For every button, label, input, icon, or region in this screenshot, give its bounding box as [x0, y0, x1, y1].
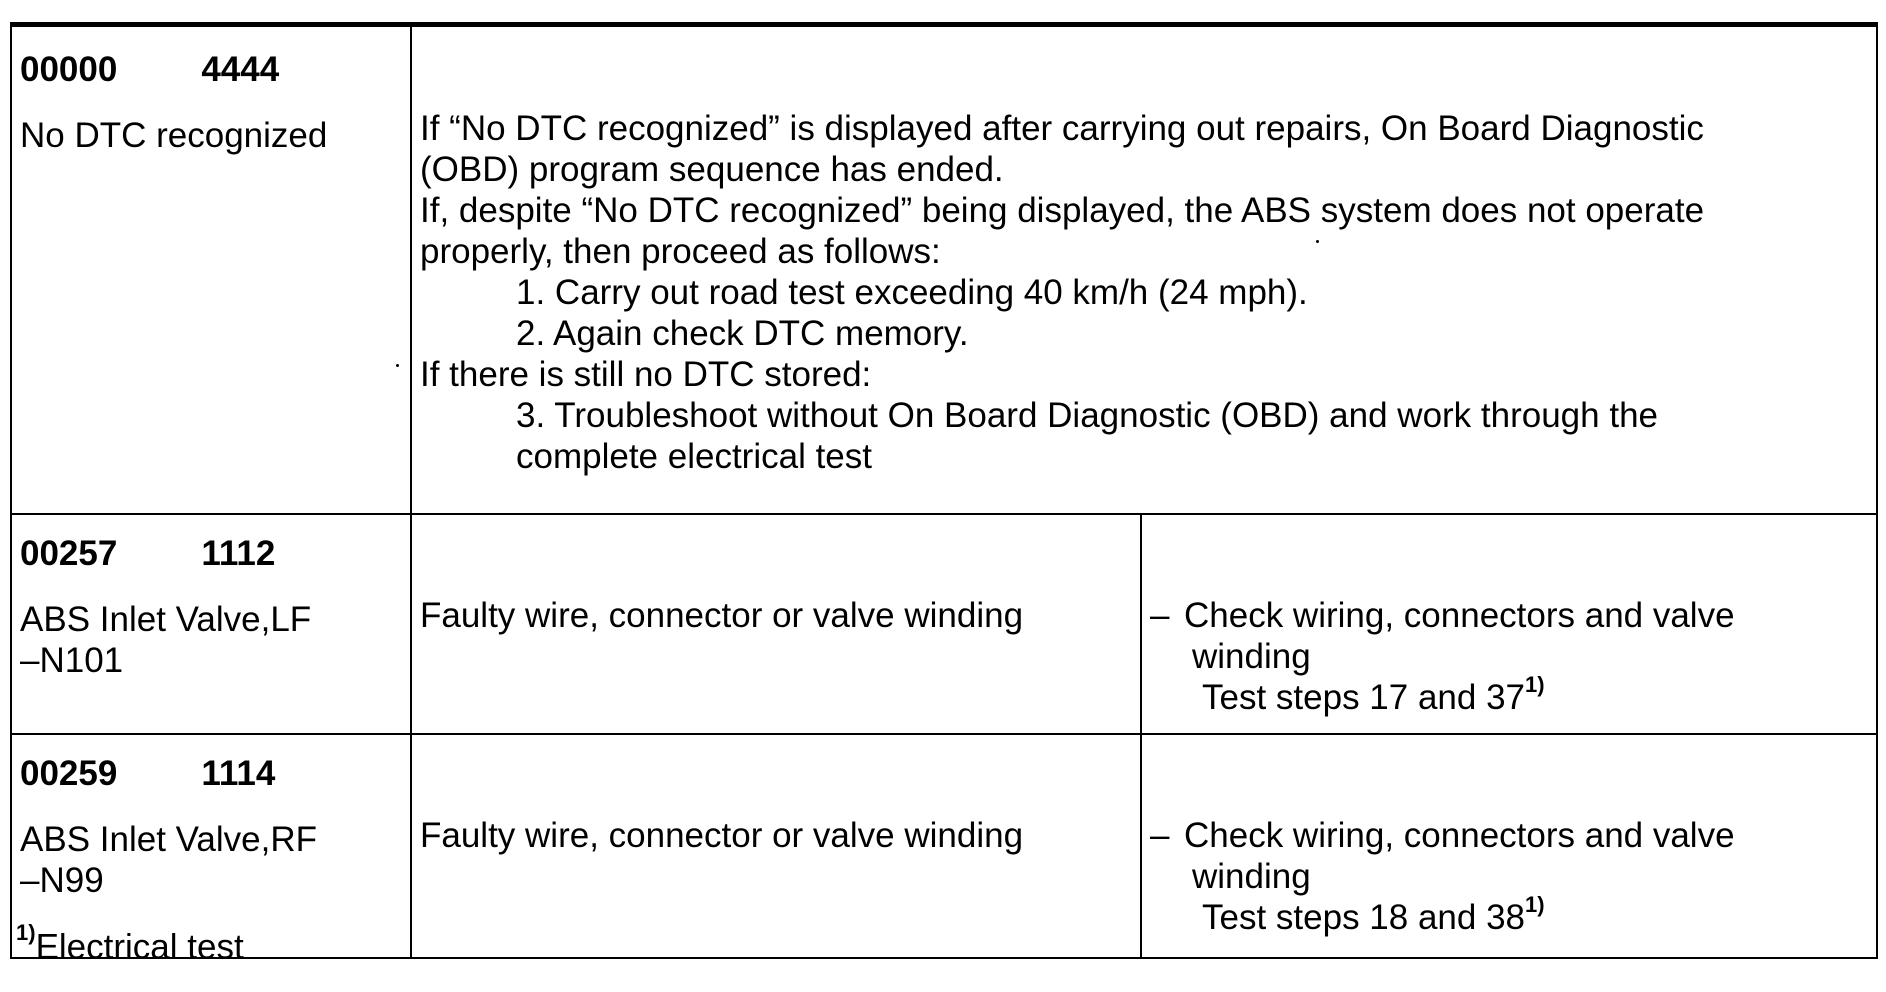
dtc-code: 00000 4444	[12, 27, 410, 97]
dtc-cause: Faulty wire, connector or valve winding	[420, 816, 1024, 855]
dtc-table: 00000 4444 No DTC recognized If “No DTC r…	[10, 22, 1878, 959]
table-row: 00000 4444 No DTC recognized If “No DTC r…	[10, 23, 1878, 515]
table-row: 00257 1112 ABS Inlet Valve,LF –N101 Fault…	[10, 513, 1878, 735]
dtc-code-secondary: 1112	[201, 534, 276, 573]
dtc-code-cell: 00259 1114 ABS Inlet Valve,RF –N99	[10, 733, 412, 959]
dtc-label: No DTC recognized	[20, 116, 328, 155]
footnote-text: Electrical test	[35, 927, 244, 967]
dtc-code: 00257 1112	[12, 515, 410, 573]
dtc-remedy: –Check wiring, connectors and valve wind…	[1150, 816, 1735, 937]
dtc-cause-cell: Faulty wire, connector or valve winding	[410, 513, 1142, 735]
scan-speck	[1316, 240, 1319, 243]
footnote-marker: 1)	[16, 920, 36, 945]
dash-bullet: –	[1150, 596, 1170, 635]
scan-speck	[396, 364, 399, 367]
dtc-remedy-cell: –Check wiring, connectors and valve wind…	[1140, 733, 1878, 959]
dtc-remedy: –Check wiring, connectors and valve wind…	[1150, 596, 1735, 717]
dtc-code-secondary: 1114	[201, 754, 276, 793]
dtc-code-cell: 00257 1112 ABS Inlet Valve,LF –N101	[10, 513, 412, 735]
dtc-remedy-cell: –Check wiring, connectors and valve wind…	[1140, 513, 1878, 735]
dtc-info-cell: If “No DTC recognized” is displayed afte…	[410, 23, 1878, 515]
dtc-cause-cell: Faulty wire, connector or valve winding	[410, 733, 1142, 959]
dtc-code-primary: 00000	[20, 50, 118, 89]
dtc-info: If “No DTC recognized” is displayed afte…	[420, 109, 1705, 476]
dtc-code: 00259 1114	[12, 735, 410, 793]
dtc-code-secondary: 4444	[201, 50, 280, 89]
dtc-code-primary: 00259	[20, 754, 118, 793]
footnote-ref: 1)	[1525, 892, 1545, 918]
dtc-page: 00000 4444 No DTC recognized If “No DTC r…	[10, 22, 1878, 959]
dtc-label: ABS Inlet Valve,LF –N101	[20, 600, 312, 680]
dtc-cause: Faulty wire, connector or valve winding	[420, 596, 1024, 635]
footnote-ref: 1)	[1525, 672, 1545, 698]
dtc-label: ABS Inlet Valve,RF –N99	[20, 820, 317, 900]
dtc-code-cell: 00000 4444 No DTC recognized	[10, 23, 412, 515]
dash-bullet: –	[1150, 816, 1170, 855]
footnote: 1)Electrical test	[16, 920, 244, 968]
table-row: 00259 1114 ABS Inlet Valve,RF –N99 Faulty…	[10, 733, 1878, 959]
dtc-code-primary: 00257	[20, 534, 118, 573]
